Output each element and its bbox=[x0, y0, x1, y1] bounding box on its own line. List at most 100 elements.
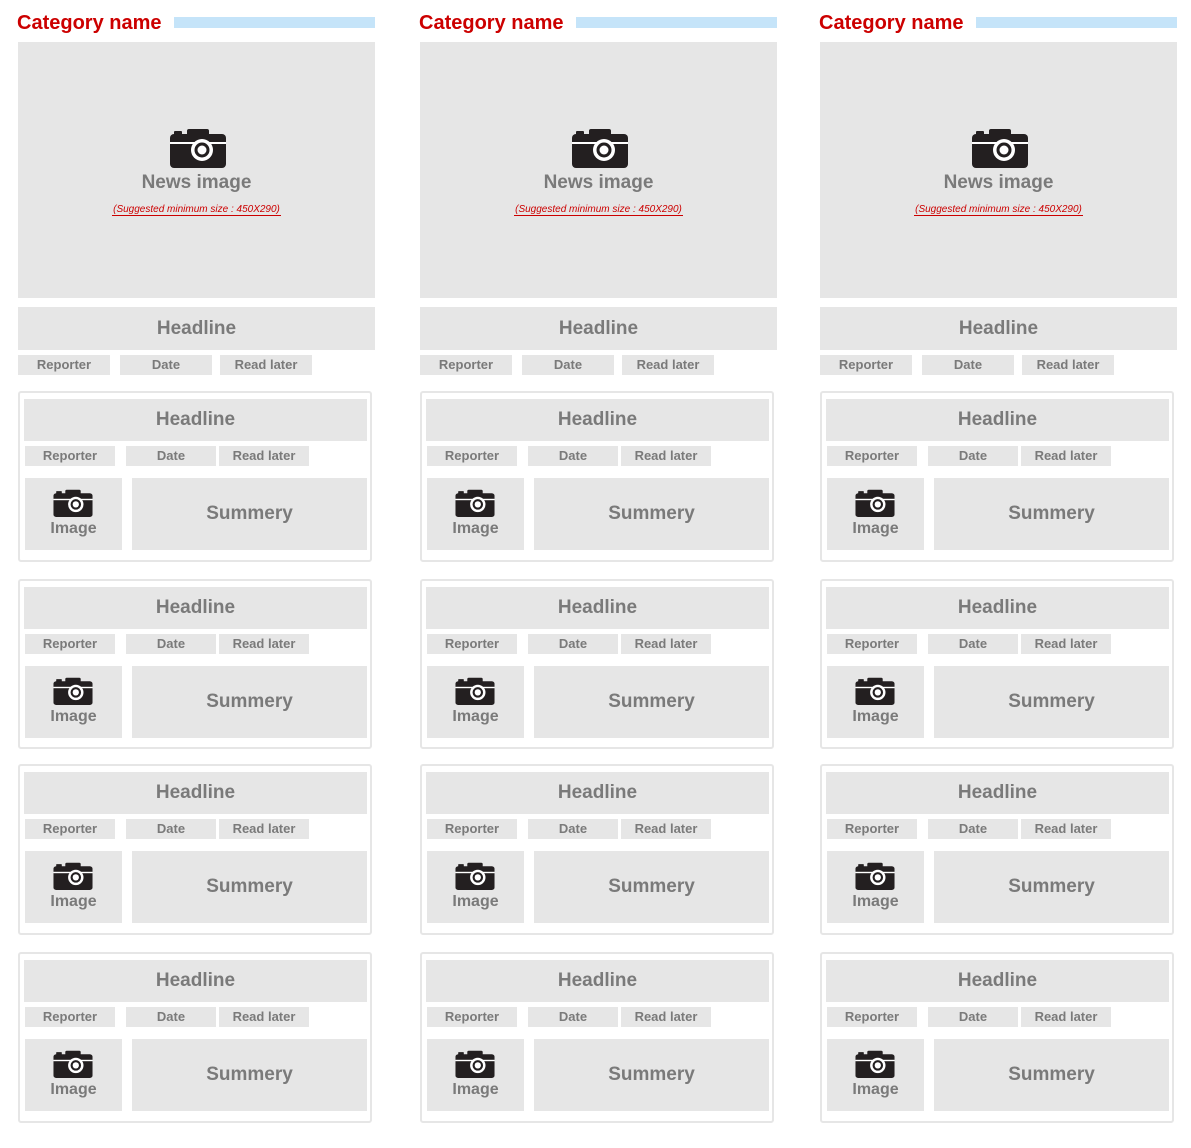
card-headline[interactable]: Headline bbox=[426, 587, 769, 629]
category-title[interactable]: Category name bbox=[419, 12, 564, 34]
card-read-later-button[interactable]: Read later bbox=[621, 1007, 711, 1027]
card-read-later-button[interactable]: Read later bbox=[1021, 1007, 1111, 1027]
card-headline[interactable]: Headline bbox=[24, 772, 367, 814]
camera-icon bbox=[53, 677, 93, 705]
card-read-later-button[interactable]: Read later bbox=[621, 446, 711, 466]
card-image-placeholder[interactable]: Image bbox=[827, 666, 924, 738]
news-image-placeholder[interactable]: News image (Suggested minimum size : 450… bbox=[18, 42, 375, 298]
card-headline[interactable]: Headline bbox=[24, 399, 367, 441]
camera-icon bbox=[855, 862, 895, 890]
category-title[interactable]: Category name bbox=[819, 12, 964, 34]
card-reporter-tag: Reporter bbox=[25, 1007, 115, 1027]
card-headline[interactable]: Headline bbox=[826, 587, 1169, 629]
card-image-label: Image bbox=[852, 1081, 899, 1098]
card-reporter-tag: Reporter bbox=[427, 1007, 517, 1027]
card-date-tag: Date bbox=[126, 1007, 216, 1027]
card-headline[interactable]: Headline bbox=[426, 960, 769, 1002]
card-date-tag: Date bbox=[528, 819, 618, 839]
news-image-label: News image bbox=[543, 172, 654, 193]
card-headline[interactable]: Headline bbox=[24, 587, 367, 629]
card-reporter-tag: Reporter bbox=[827, 446, 917, 466]
card-image-label: Image bbox=[452, 520, 499, 537]
card-headline[interactable]: Headline bbox=[426, 772, 769, 814]
card-image-placeholder[interactable]: Image bbox=[427, 666, 524, 738]
card-read-later-button[interactable]: Read later bbox=[621, 819, 711, 839]
card-image-placeholder[interactable]: Image bbox=[427, 851, 524, 923]
card-headline[interactable]: Headline bbox=[826, 772, 1169, 814]
card-image-placeholder[interactable]: Image bbox=[427, 478, 524, 550]
card-image-label: Image bbox=[452, 1081, 499, 1098]
card-image-label: Image bbox=[852, 893, 899, 910]
card-headline[interactable]: Headline bbox=[24, 960, 367, 1002]
card-summary: Summery bbox=[132, 851, 367, 923]
card-read-later-button[interactable]: Read later bbox=[1021, 634, 1111, 654]
card-read-later-button[interactable]: Read later bbox=[621, 634, 711, 654]
camera-icon bbox=[455, 489, 495, 517]
camera-icon bbox=[53, 1050, 93, 1078]
card-headline[interactable]: Headline bbox=[426, 399, 769, 441]
card-reporter-tag: Reporter bbox=[427, 446, 517, 466]
card-read-later-button[interactable]: Read later bbox=[1021, 819, 1111, 839]
image-size-note: (Suggested minimum size : 450X290) bbox=[514, 204, 683, 216]
card-read-later-button[interactable]: Read later bbox=[219, 1007, 309, 1027]
card-summary: Summery bbox=[934, 1039, 1169, 1111]
card-reporter-tag: Reporter bbox=[427, 819, 517, 839]
camera-icon bbox=[170, 128, 226, 168]
card-image-placeholder[interactable]: Image bbox=[25, 851, 122, 923]
card-read-later-button[interactable]: Read later bbox=[219, 819, 309, 839]
lead-headline[interactable]: Headline bbox=[820, 307, 1177, 350]
news-image-placeholder[interactable]: News image (Suggested minimum size : 450… bbox=[420, 42, 777, 298]
read-later-button[interactable]: Read later bbox=[220, 355, 312, 375]
card-image-placeholder[interactable]: Image bbox=[827, 478, 924, 550]
camera-icon bbox=[455, 677, 495, 705]
card-image-placeholder[interactable]: Image bbox=[827, 851, 924, 923]
card-read-later-button[interactable]: Read later bbox=[219, 446, 309, 466]
date-tag: Date bbox=[522, 355, 614, 375]
card-headline[interactable]: Headline bbox=[826, 399, 1169, 441]
image-size-note: (Suggested minimum size : 450X290) bbox=[914, 204, 1083, 216]
card-image-placeholder[interactable]: Image bbox=[25, 1039, 122, 1111]
image-size-note: (Suggested minimum size : 450X290) bbox=[112, 204, 281, 216]
reporter-tag: Reporter bbox=[18, 355, 110, 375]
category-title[interactable]: Category name bbox=[17, 12, 162, 34]
camera-icon bbox=[455, 1050, 495, 1078]
category-divider bbox=[976, 17, 1177, 28]
reporter-tag: Reporter bbox=[420, 355, 512, 375]
card-image-placeholder[interactable]: Image bbox=[25, 666, 122, 738]
lead-headline[interactable]: Headline bbox=[420, 307, 777, 350]
reporter-tag: Reporter bbox=[820, 355, 912, 375]
card-summary: Summery bbox=[132, 1039, 367, 1111]
card-image-placeholder[interactable]: Image bbox=[427, 1039, 524, 1111]
camera-icon bbox=[855, 677, 895, 705]
read-later-button[interactable]: Read later bbox=[622, 355, 714, 375]
card-summary: Summery bbox=[132, 478, 367, 550]
card-image-placeholder[interactable]: Image bbox=[827, 1039, 924, 1111]
card-read-later-button[interactable]: Read later bbox=[219, 634, 309, 654]
card-summary: Summery bbox=[934, 851, 1169, 923]
date-tag: Date bbox=[922, 355, 1014, 375]
news-image-placeholder[interactable]: News image (Suggested minimum size : 450… bbox=[820, 42, 1177, 298]
lead-headline[interactable]: Headline bbox=[18, 307, 375, 350]
card-read-later-button[interactable]: Read later bbox=[1021, 446, 1111, 466]
read-later-button[interactable]: Read later bbox=[1022, 355, 1114, 375]
card-date-tag: Date bbox=[528, 446, 618, 466]
camera-icon bbox=[972, 128, 1028, 168]
card-reporter-tag: Reporter bbox=[25, 819, 115, 839]
card-reporter-tag: Reporter bbox=[25, 446, 115, 466]
card-reporter-tag: Reporter bbox=[25, 634, 115, 654]
card-image-placeholder[interactable]: Image bbox=[25, 478, 122, 550]
card-headline[interactable]: Headline bbox=[826, 960, 1169, 1002]
card-image-label: Image bbox=[452, 708, 499, 725]
